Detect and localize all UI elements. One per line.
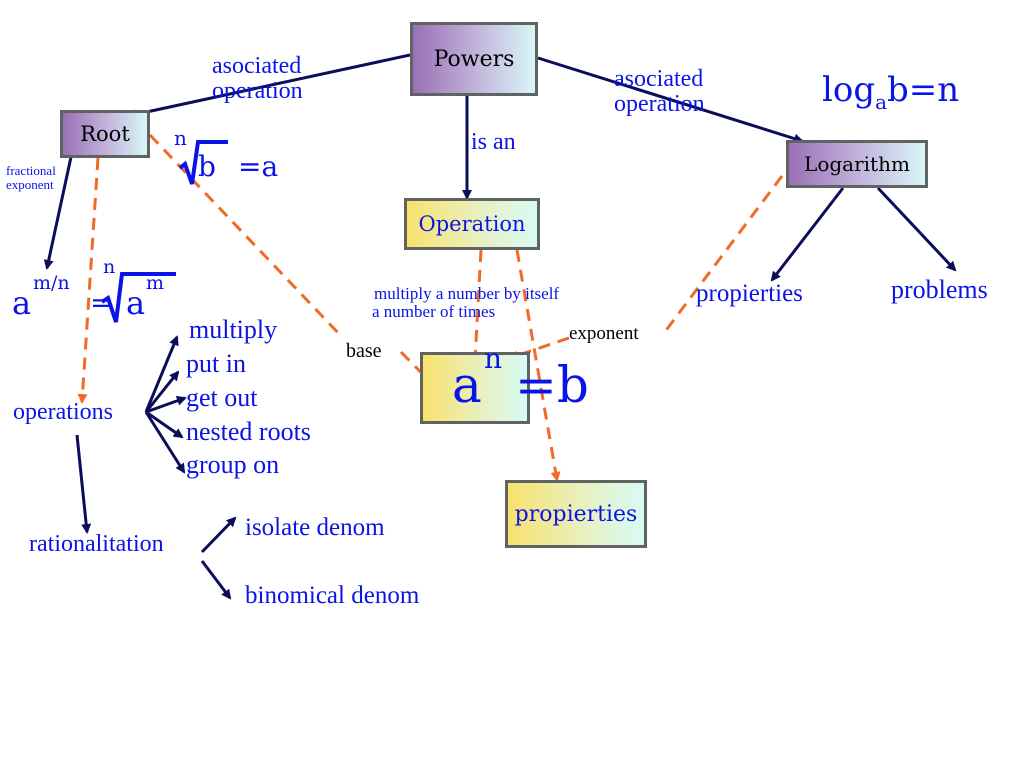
edge-ops-rationalization xyxy=(75,434,92,534)
dashed-log-exponent xyxy=(662,175,784,334)
root-def-index: n xyxy=(174,126,187,150)
log-def-sub: a xyxy=(875,89,888,114)
frac-radicand: a xyxy=(126,284,146,322)
log-def: logab=n xyxy=(822,70,959,114)
root-def-rest: =a xyxy=(238,150,279,183)
label-operation-definition: multiply a number by itself a number of … xyxy=(372,285,559,321)
dashed-root-base xyxy=(148,133,345,340)
edge-ops-groupon xyxy=(144,411,186,474)
edge-powers-root xyxy=(126,53,411,120)
label-line: a number of times xyxy=(372,301,496,321)
label-line: asociated xyxy=(614,66,704,92)
operation-item-nested-roots[interactable]: nested roots xyxy=(186,417,311,446)
label-line: exponent xyxy=(6,176,54,192)
label-line: multiply a number by itself xyxy=(374,284,560,303)
node-propierties[interactable]: propierties xyxy=(505,480,647,548)
node-operation-label: Operation xyxy=(418,212,526,236)
formula-exponent: n xyxy=(484,342,503,375)
label-exponent: exponent xyxy=(569,323,639,344)
label-base: base xyxy=(346,340,382,362)
log-child-propierties[interactable]: propierties xyxy=(696,280,803,307)
frac-eq: = xyxy=(90,286,114,319)
root-def-radicand: b xyxy=(198,150,216,183)
label-line: fractional xyxy=(6,163,56,178)
operation-item-put-in[interactable]: put in xyxy=(186,349,246,378)
label-line: asociated xyxy=(212,53,302,79)
rationalization-item-isolate[interactable]: isolate denom xyxy=(245,514,385,541)
node-formula[interactable] xyxy=(420,352,530,424)
node-logarithm-label: Logarithm xyxy=(804,152,910,176)
rationalization-item-binomical[interactable]: binomical denom xyxy=(245,582,420,609)
edge-ops-nested xyxy=(145,410,184,439)
frac-radical-icon xyxy=(100,272,176,323)
edge-powers-logarithm xyxy=(537,56,804,144)
node-powers-label: Powers xyxy=(433,46,515,72)
formula-rest: =b xyxy=(515,356,589,414)
edge-log-propierties xyxy=(770,187,845,282)
log-def-rest: b=n xyxy=(887,70,960,110)
node-root-label: Root xyxy=(80,122,130,146)
node-operation[interactable]: Operation xyxy=(404,198,540,250)
label-line: operation xyxy=(614,91,705,118)
label-fractional-exponent: fractional exponent xyxy=(6,164,56,191)
label-is-an: is an xyxy=(471,129,516,155)
frac-radicand-exp: m xyxy=(146,272,165,294)
rationalization-label[interactable]: rationalitation xyxy=(29,531,164,557)
operation-item-group-on[interactable]: group on xyxy=(186,450,280,479)
label-line: operation xyxy=(212,78,303,105)
node-powers[interactable]: Powers xyxy=(410,22,538,96)
dashed-root-operations xyxy=(77,157,100,404)
operation-item-get-out[interactable]: get out xyxy=(186,383,258,412)
root-def-radical-icon xyxy=(178,140,228,185)
label-powers-root: asociated operation xyxy=(212,53,303,105)
edge-ops-getout xyxy=(145,395,187,414)
label-powers-log: asociated operation xyxy=(614,66,705,118)
edge-root-fractional xyxy=(43,156,73,270)
log-def-log: log xyxy=(822,70,876,110)
frac-index: n xyxy=(103,256,116,278)
node-propierties-label: propierties xyxy=(514,501,638,527)
edge-ops-multiply xyxy=(144,335,179,413)
frac-exp: m/n xyxy=(33,272,70,294)
frac-base: a xyxy=(12,284,32,322)
edge-rat-binomical xyxy=(200,560,232,600)
edge-log-problems xyxy=(876,186,957,272)
edge-rat-isolate xyxy=(200,516,237,554)
node-logarithm[interactable]: Logarithm xyxy=(786,140,928,188)
edge-ops-putin xyxy=(144,370,180,413)
operations-label[interactable]: operations xyxy=(13,399,113,425)
log-child-problems[interactable]: problems xyxy=(891,275,988,304)
operation-item-multiply[interactable]: multiply xyxy=(189,315,278,344)
formula-base: a xyxy=(452,356,482,414)
node-root[interactable]: Root xyxy=(60,110,150,158)
